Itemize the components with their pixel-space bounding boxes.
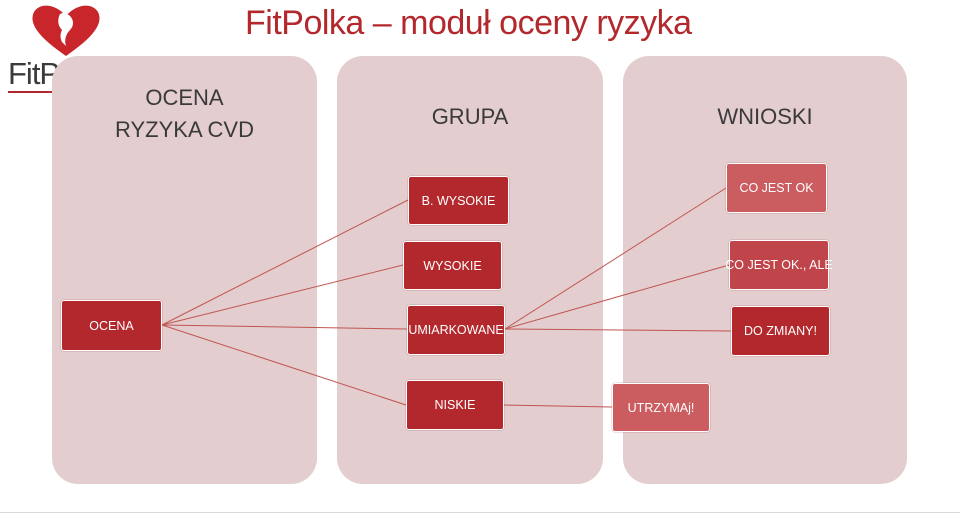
column-heading-line1: OCENA (145, 85, 224, 110)
node-niskie: NISKIE (406, 380, 504, 430)
node-umiarkowane: UMIARKOWANE (407, 305, 505, 355)
column-heading-wnioski: WNIOSKI (717, 104, 813, 129)
heart-logo-icon (32, 5, 100, 57)
node-wysokie: WYSOKIE (403, 241, 502, 290)
node-utrzymaj: UTRZYMAj! (612, 383, 710, 432)
column-ocena-ryzyka: OCENA RYZYKA CVD (52, 56, 317, 484)
column-heading-line2: RYZYKA CVD (115, 116, 254, 142)
node-b-wysokie: B. WYSOKIE (408, 176, 509, 225)
node-do-zmiany: DO ZMIANY! (731, 306, 830, 356)
node-ocena: OCENA (61, 300, 162, 351)
node-co-jest-ok: CO JEST OK (726, 163, 827, 213)
page-title: FitPolka – moduł oceny ryzyka (245, 4, 692, 42)
node-co-jest-ok-ale: CO JEST OK., ALE (725, 240, 833, 290)
column-heading-grupa: GRUPA (431, 104, 509, 129)
footer-divider (0, 512, 960, 513)
